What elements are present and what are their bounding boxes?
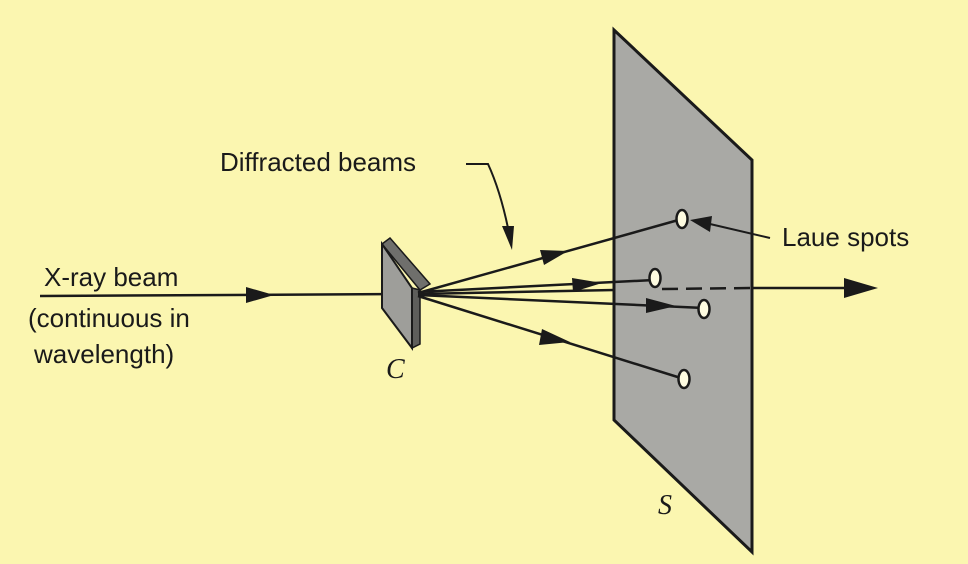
screen-plate: [612, 26, 754, 556]
laue-spots-leader: [709, 223, 771, 239]
crystal: [381, 240, 413, 351]
transmitted-beam: [417, 288, 615, 296]
incident-beam: [39, 292, 405, 298]
diffracted-beams-leader: [466, 163, 509, 229]
xray-beam-label-line2: (continuous in: [28, 303, 190, 333]
transmitted-beam-arrowhead: [844, 278, 878, 298]
laue-spots-label: Laue spots: [782, 222, 910, 252]
incident-beam-arrowhead: [246, 287, 274, 303]
laue-spot-2: [648, 267, 662, 289]
diffracted-beams-label: Diffracted beams: [220, 147, 417, 177]
laue-spot-3: [697, 298, 711, 320]
laue-spots-leader-arrowhead: [690, 216, 712, 232]
crystal-label: C: [386, 354, 405, 385]
laue-spot-1: [675, 208, 689, 230]
xray-beam-label-line1: X-ray beam: [44, 262, 179, 292]
crystal-side: [380, 236, 432, 291]
diffracted-beam-4-arrowhead: [539, 329, 570, 345]
diffracted-beam-2: [417, 278, 655, 294]
diffracted-beam-3-arrowhead: [646, 298, 676, 313]
screen-label: S: [658, 490, 672, 521]
xray-beam-label-line3: wavelength): [34, 339, 175, 369]
diffracted-beam-2-arrowhead: [572, 278, 602, 292]
diffracted-beam-1-arrowhead: [540, 250, 568, 265]
transmitted-beam-hidden: [661, 286, 753, 291]
diffracted-beams-leader-arrowhead: [502, 226, 514, 250]
laue-spot-4: [677, 368, 691, 390]
